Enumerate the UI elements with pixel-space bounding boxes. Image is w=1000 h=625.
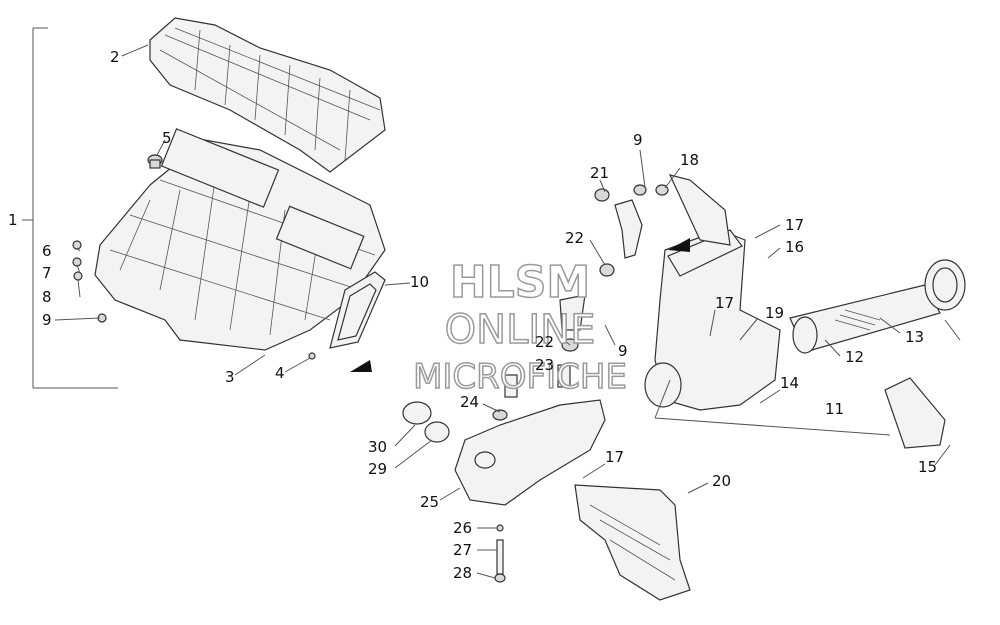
callout-28: 28 (453, 564, 472, 582)
watermark: HLSM ONLINE MICROFICHE (412, 256, 627, 398)
direction-arrow-right (668, 238, 690, 252)
air-filter (789, 284, 941, 354)
callout-17-bottom: 17 (605, 448, 624, 466)
direction-arrow-left (350, 360, 372, 372)
callout-14: 14 (780, 374, 799, 392)
hose-part (594, 184, 669, 277)
callout-10: 10 (410, 273, 429, 291)
intake-silencer-top (149, 17, 386, 173)
callout-24: 24 (460, 393, 479, 411)
gasket-part (329, 271, 386, 349)
callout-9-left: 9 (42, 311, 52, 329)
callout-13: 13 (905, 328, 924, 346)
callout-5: 5 (162, 129, 172, 147)
callout-17-mid: 17 (715, 294, 734, 312)
watermark-line-1: HLSM (450, 257, 590, 308)
callout-21: 21 (590, 164, 609, 182)
callout-30: 30 (368, 438, 387, 456)
callout-3: 3 (225, 368, 235, 386)
drain-rod (494, 524, 506, 583)
intake-duct (402, 399, 606, 506)
callout-8: 8 (42, 288, 52, 306)
lower-bracket (574, 484, 691, 601)
callout-9-top: 9 (633, 131, 643, 149)
electronic-module (884, 377, 946, 449)
callout-6: 6 (42, 242, 52, 260)
callout-23: 23 (535, 356, 554, 374)
callout-4: 4 (275, 364, 285, 382)
callout-9-mid: 9 (618, 342, 628, 360)
callout-18: 18 (680, 151, 699, 169)
watermark-line-2: ONLINE (445, 307, 596, 353)
callout-25: 25 (420, 493, 439, 511)
watermark-line-3: MICROFICHE (413, 357, 627, 397)
callout-22-mid: 22 (535, 333, 554, 351)
callout-1: 1 (8, 211, 18, 229)
callout-17-top: 17 (785, 216, 804, 234)
left-fasteners (72, 240, 316, 360)
coupler-parts (492, 294, 586, 421)
callout-16: 16 (785, 238, 804, 256)
group-11-outline (654, 319, 961, 436)
callout-26: 26 (453, 519, 472, 537)
callout-11: 11 (825, 400, 844, 418)
assembly-bracket (22, 27, 118, 389)
mounting-bracket (668, 174, 731, 246)
callout-15: 15 (918, 458, 937, 476)
callout-2: 2 (110, 48, 120, 66)
callout-19: 19 (765, 304, 784, 322)
filter-clamp-ring (924, 259, 966, 311)
callout-20: 20 (712, 472, 731, 490)
callout-labels: 1 2 5 6 7 8 9 3 4 10 9 18 21 17 16 22 17… (8, 48, 937, 582)
callout-12: 12 (845, 348, 864, 366)
air-box-housing (644, 229, 781, 411)
intake-silencer-base (94, 128, 386, 351)
callout-7: 7 (42, 264, 52, 282)
callout-29: 29 (368, 460, 387, 478)
callout-27: 27 (453, 541, 472, 559)
leader-lines (54, 44, 951, 579)
callout-22-top: 22 (565, 229, 584, 247)
plug-part (147, 154, 163, 169)
